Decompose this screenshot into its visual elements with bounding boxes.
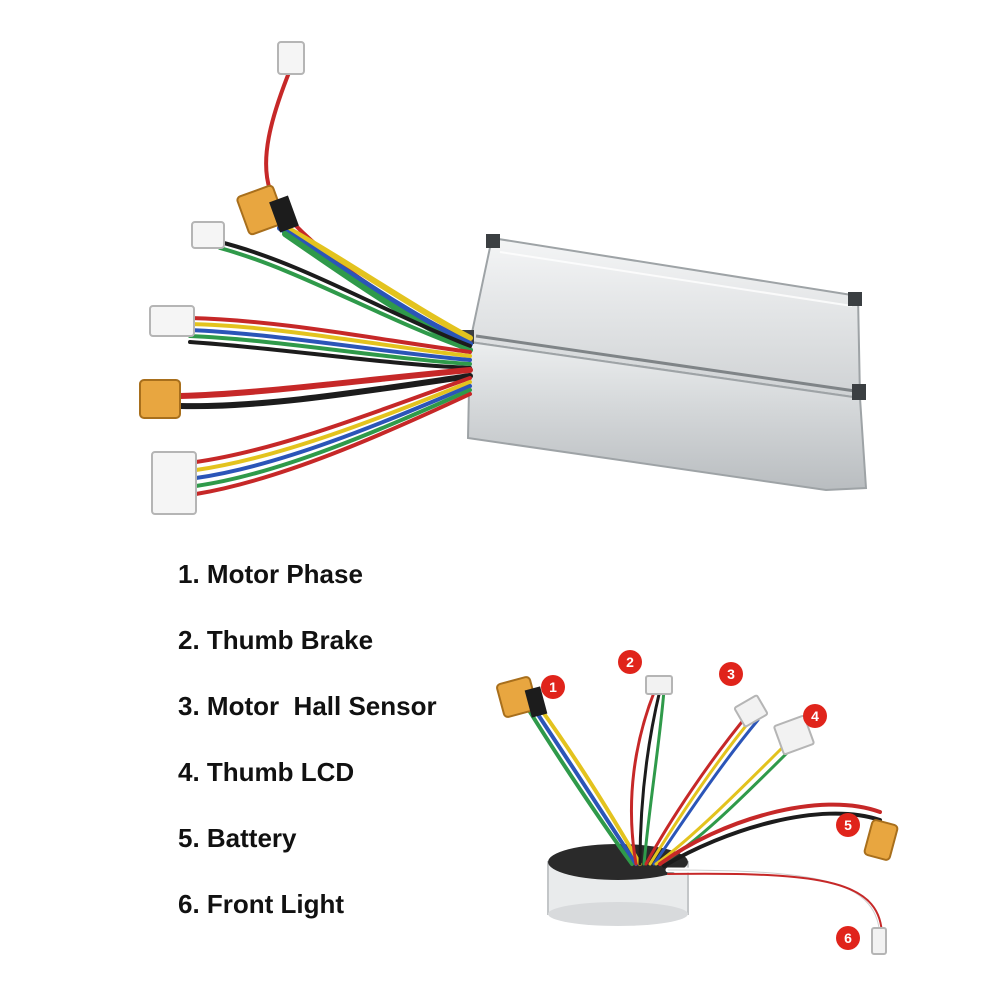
badge-3-icon: 3 (719, 662, 743, 686)
connector-xt-phase (236, 184, 299, 236)
badge-6-icon: 6 (836, 926, 860, 950)
badge-5-icon: 5 (836, 813, 860, 837)
legend-item-battery: 5. Battery (178, 823, 297, 853)
legend-item-thumb-lcd: 4. Thumb LCD (178, 757, 355, 787)
svg-text:6: 6 (844, 930, 852, 946)
controller-base (547, 844, 689, 926)
detail-connector-lcd (773, 714, 815, 756)
svg-text:2: 2 (626, 654, 634, 670)
detail-connector-xt-battery (863, 819, 899, 861)
connector-white-hall (149, 305, 195, 337)
connector-xt-battery (139, 379, 181, 419)
connector-white-small-1 (277, 41, 305, 75)
badge-1-icon: 1 (541, 675, 565, 699)
connector-white-lcd (151, 451, 197, 515)
detail-connector-xt-phase (496, 676, 548, 718)
badge-2-icon: 2 (618, 650, 642, 674)
detail-connector-front-light (871, 927, 887, 955)
svg-text:5: 5 (844, 817, 852, 833)
svg-text:3: 3 (727, 666, 735, 682)
legend-item-motor-phase: 1. Motor Phase (178, 559, 363, 589)
detail-wires (528, 688, 884, 943)
detail-connector-brake (645, 675, 673, 695)
connection-legend: 1. Motor Phase 2. Thumb Brake 3. Motor H… (178, 552, 437, 948)
legend-item-hall-sensor: 3. Motor Hall Sensor (178, 691, 437, 721)
legend-item-thumb-brake: 2. Thumb Brake (178, 625, 374, 655)
badge-4-icon: 4 (803, 704, 827, 728)
svg-text:1: 1 (549, 679, 557, 695)
wire-bundle (177, 68, 473, 496)
connector-white-small-2 (191, 221, 225, 249)
controller-product-image (139, 41, 868, 515)
svg-text:4: 4 (811, 708, 819, 724)
wiring-harness-image: 1 2 3 4 5 6 (496, 650, 899, 955)
legend-item-front-light: 6. Front Light (178, 889, 345, 919)
detail-connector-hall (733, 694, 769, 728)
controller-housing (460, 234, 868, 492)
